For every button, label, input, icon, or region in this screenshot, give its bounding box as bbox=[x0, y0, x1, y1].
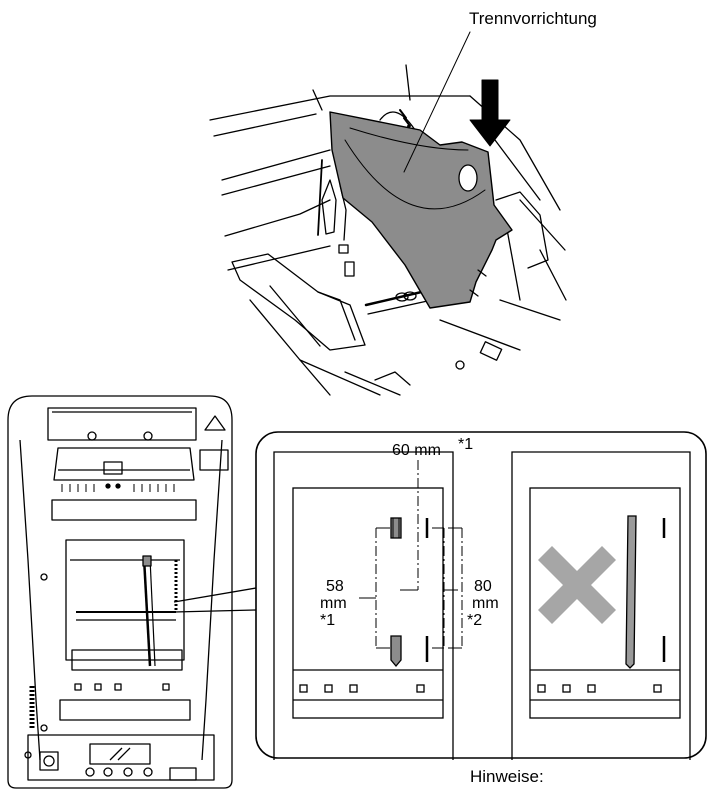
separator-plate bbox=[329, 111, 513, 309]
incorrect-placement-sample bbox=[529, 487, 681, 719]
width-80-unit: mm bbox=[472, 595, 499, 612]
insert-down-arrow-icon bbox=[469, 79, 511, 147]
tilted-separator bbox=[625, 515, 637, 669]
printer-top-view-illustration bbox=[7, 395, 233, 789]
width-60-ref: *1 bbox=[458, 436, 474, 453]
width-60-label: 60 mm bbox=[392, 442, 441, 459]
separator-insertion-illustration bbox=[209, 31, 567, 396]
width-detail-panel bbox=[255, 431, 707, 760]
correct-placement-sample bbox=[292, 487, 444, 719]
notes-heading: Hinweise: bbox=[470, 767, 544, 786]
separator-leader-line bbox=[403, 31, 471, 173]
zoom-connector bbox=[173, 587, 257, 613]
width-80-value: 80 bbox=[474, 578, 492, 595]
width-58-unit: mm bbox=[320, 595, 347, 612]
incorrect-cross-icon bbox=[538, 546, 616, 624]
separator-hole bbox=[458, 164, 478, 192]
width-58-ref: *1 bbox=[320, 612, 336, 629]
width-58-value: 58 bbox=[326, 578, 344, 595]
width-80-ref: *2 bbox=[467, 612, 483, 629]
separator-label: Trennvorrichtung bbox=[469, 9, 597, 28]
